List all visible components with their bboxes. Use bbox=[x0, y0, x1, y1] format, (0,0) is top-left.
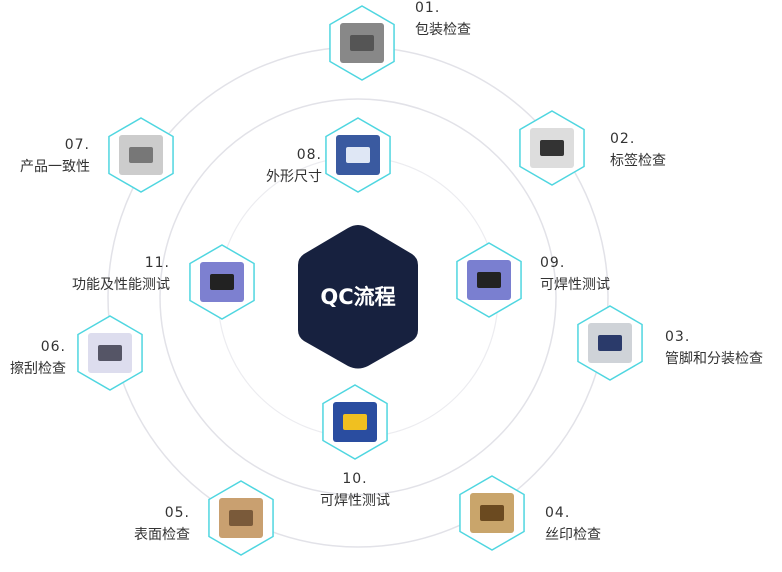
step-label-1: 01. 包装检查 bbox=[415, 0, 471, 41]
step-number: 03. bbox=[665, 329, 691, 345]
step-number: 07. bbox=[64, 137, 90, 153]
step-number: 02. bbox=[610, 131, 636, 147]
step-number: 06. bbox=[40, 339, 66, 355]
step-label-11: 11. 功能及性能测试 bbox=[20, 252, 170, 296]
step-title: 擦刮检查 bbox=[10, 361, 66, 377]
step-label-4: 04. 丝印检查 bbox=[545, 502, 601, 546]
step-number: 10. bbox=[342, 471, 368, 487]
step-number: 01. bbox=[415, 0, 441, 16]
step-label-6: 06. 擦刮检查 bbox=[0, 336, 66, 380]
step-label-8: 08. 外形尺寸 bbox=[220, 144, 322, 188]
step-node-5 bbox=[208, 480, 274, 556]
package-chip-image-detail bbox=[350, 35, 374, 51]
step-number: 05. bbox=[164, 505, 190, 521]
pin-inspection-machine-image-detail bbox=[598, 335, 622, 351]
step-title: 丝印检查 bbox=[545, 527, 601, 543]
dimension-screen-image-detail bbox=[346, 147, 370, 163]
solderability-chip-image-detail bbox=[477, 272, 501, 288]
step-number: 08. bbox=[296, 147, 322, 163]
middle-ring bbox=[159, 98, 557, 496]
step-number: 04. bbox=[545, 505, 571, 521]
step-label-3: 03. 管脚和分装检查 bbox=[665, 326, 763, 370]
step-label-9: 09. 可焊性测试 bbox=[540, 252, 610, 296]
silkscreen-die-image-detail bbox=[480, 505, 504, 521]
step-title: 外形尺寸 bbox=[266, 169, 322, 185]
step-title: 可焊性测试 bbox=[540, 277, 610, 293]
step-title: 包装检查 bbox=[415, 22, 471, 38]
step-node-8 bbox=[325, 117, 391, 193]
center-title: QC流程 bbox=[320, 285, 396, 309]
step-number: 09. bbox=[540, 255, 566, 271]
step-title: 可焊性测试 bbox=[320, 493, 390, 509]
step-node-9 bbox=[456, 242, 522, 318]
step-node-4 bbox=[459, 475, 525, 551]
step-number: 11. bbox=[144, 255, 170, 271]
solder-pot-image-detail bbox=[343, 414, 367, 430]
step-label-7: 07. 产品一致性 bbox=[0, 134, 90, 178]
step-node-6 bbox=[77, 315, 143, 391]
step-title: 标签检查 bbox=[610, 153, 666, 169]
surface-die-image-detail bbox=[229, 510, 253, 526]
step-node-10 bbox=[322, 384, 388, 460]
step-title: 表面检查 bbox=[134, 527, 190, 543]
step-node-7 bbox=[108, 117, 174, 193]
step-node-11 bbox=[189, 244, 255, 320]
label-chip-image-detail bbox=[540, 140, 564, 156]
scratch-test-machine-image-detail bbox=[98, 345, 122, 361]
step-title: 管脚和分装检查 bbox=[665, 351, 763, 367]
step-label-5: 05. 表面检查 bbox=[100, 502, 190, 546]
step-label-2: 02. 标签检查 bbox=[610, 128, 666, 172]
step-label-10: 10. 可焊性测试 bbox=[295, 468, 415, 512]
step-title: 产品一致性 bbox=[20, 159, 90, 175]
function-chip-image-detail bbox=[210, 274, 234, 290]
step-title: 功能及性能测试 bbox=[72, 277, 170, 293]
center-hexagon bbox=[298, 225, 418, 369]
step-node-1 bbox=[329, 5, 395, 81]
consistency-machine-image-detail bbox=[129, 147, 153, 163]
step-node-3 bbox=[577, 305, 643, 381]
step-node-2 bbox=[519, 110, 585, 186]
